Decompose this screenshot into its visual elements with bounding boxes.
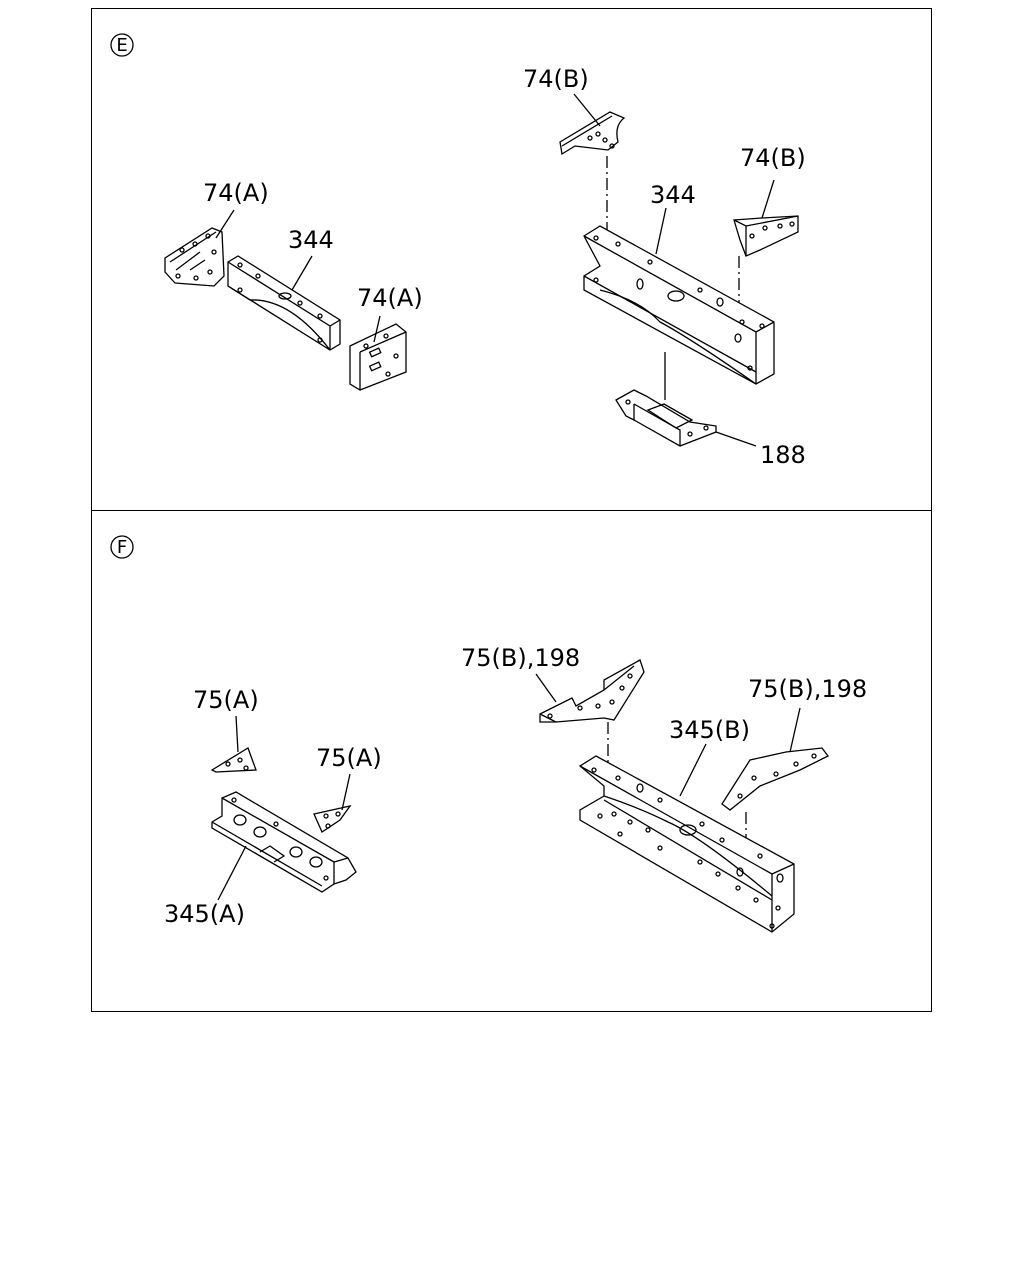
crossmember-344-left-part <box>227 255 341 351</box>
label-75a-side: 75(A) <box>316 744 382 772</box>
label-345a: 345(A) <box>164 900 245 928</box>
label-74a-left: 74(A) <box>203 179 269 207</box>
label-75a-top: 75(A) <box>193 686 259 714</box>
bracket-74b-side-part <box>733 215 799 257</box>
label-344-right: 344 <box>650 181 696 209</box>
bracket-75a-top-part <box>210 747 257 773</box>
section-e-marker: E <box>110 33 134 57</box>
section-f-marker: F <box>110 535 134 559</box>
bracket-75b-left-part <box>539 659 645 723</box>
label-344-left: 344 <box>288 226 334 254</box>
label-345b: 345(B) <box>669 716 750 744</box>
svg-text:F: F <box>117 537 127 558</box>
bracket-74b-top-part <box>559 111 626 156</box>
bracket-75b-right-part <box>721 747 829 811</box>
label-75b-198-left: 75(B),198 <box>461 644 580 672</box>
label-188: 188 <box>760 441 806 469</box>
label-75b-198-right: 75(B),198 <box>748 675 867 703</box>
crossmember-344-right-part <box>583 225 775 385</box>
plate-188-part <box>615 389 717 447</box>
crossmember-345a-part <box>211 791 357 893</box>
bracket-74a-right-part <box>349 323 407 391</box>
crossmember-345b-part <box>578 755 795 933</box>
bracket-75a-side-part <box>313 804 352 833</box>
label-74a-right: 74(A) <box>357 284 423 312</box>
svg-text:E: E <box>116 35 127 56</box>
bracket-74a-left-part <box>164 227 225 287</box>
label-74b-side: 74(B) <box>740 144 806 172</box>
label-74b-top: 74(B) <box>523 65 589 93</box>
